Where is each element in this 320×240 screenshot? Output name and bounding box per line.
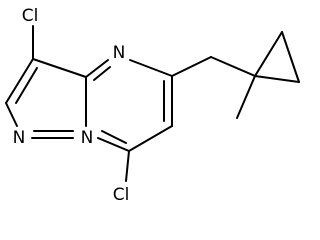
bond-c3-c2-double bbox=[15, 67, 38, 104]
nitrogen-bridge-label: N bbox=[81, 128, 94, 148]
bond-cyclopropyl-b bbox=[281, 31, 300, 83]
nitrogen-pyrazole-label: N bbox=[13, 128, 26, 148]
bond-c7-cl bbox=[125, 150, 130, 182]
bond-c3-c2 bbox=[5, 58, 34, 104]
bond-n4-c5 bbox=[129, 59, 173, 77]
bond-c6-c7 bbox=[128, 125, 173, 152]
bond-c2-n1 bbox=[5, 102, 18, 127]
bond-cyclopropyl-c bbox=[254, 75, 300, 83]
bond-c5-ch2 bbox=[171, 56, 212, 77]
chlorine-top-label: Cl bbox=[22, 6, 39, 26]
bond-methyl bbox=[236, 75, 256, 119]
bond-c7-n7a-double bbox=[101, 130, 127, 144]
nitrogen-ring-label: N bbox=[113, 43, 126, 63]
bond-c3-c3a bbox=[32, 58, 87, 78]
bond-cyclopropyl-a bbox=[254, 31, 283, 77]
bond-c3a-n4 bbox=[85, 59, 109, 78]
chlorine-bottom-label: Cl bbox=[113, 185, 130, 205]
chemical-structure: Cl N N N Cl bbox=[5, 6, 300, 205]
bond-c3a-n4-double bbox=[93, 66, 111, 81]
bond-ch2-cq bbox=[210, 56, 256, 77]
bond-c7-n7a bbox=[97, 137, 130, 152]
